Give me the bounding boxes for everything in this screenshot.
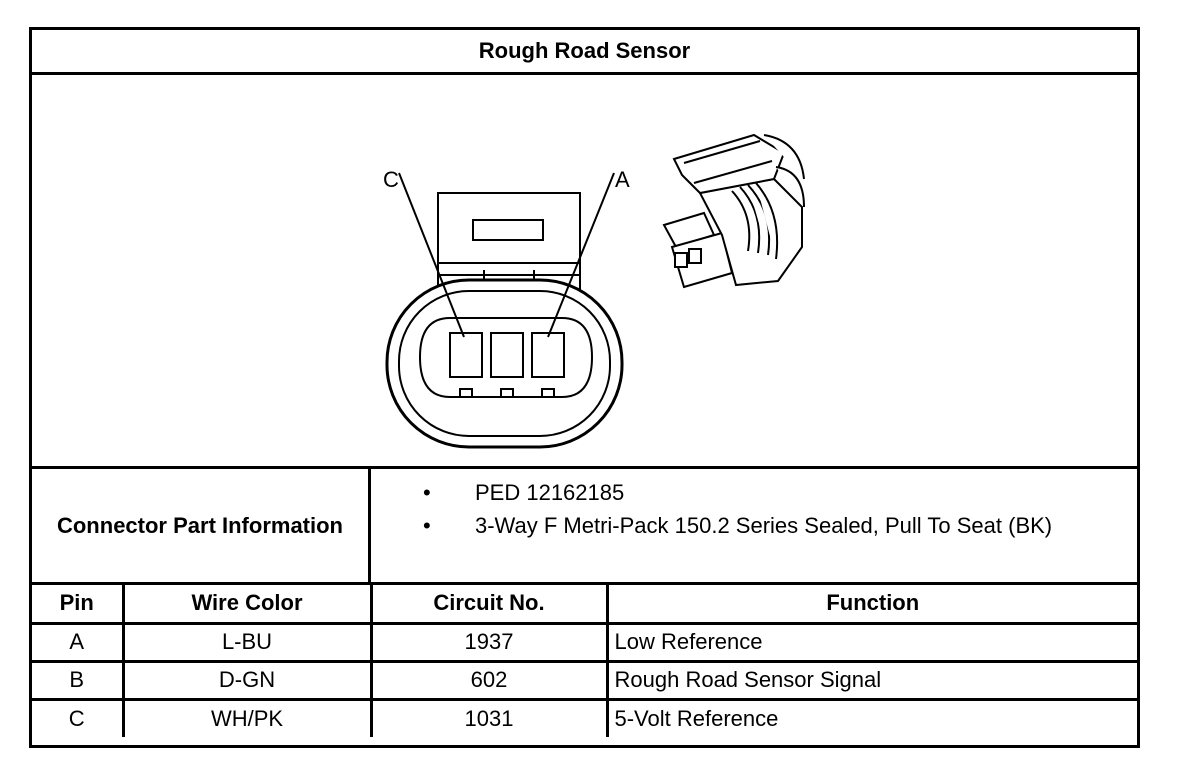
header-wire-color: Wire Color bbox=[123, 585, 373, 625]
table-row: A L-BU 1937 Low Reference bbox=[32, 623, 1137, 663]
cell-function: Low Reference bbox=[607, 623, 1137, 663]
terminal-a bbox=[531, 332, 565, 378]
connector-diagram: C A bbox=[32, 75, 1137, 469]
connector-info-list: • PED 12162185 • 3-Way F Metri-Pack 150.… bbox=[371, 469, 1137, 582]
cell-function: Rough Road Sensor Signal bbox=[607, 661, 1137, 701]
sheet-title: Rough Road Sensor bbox=[32, 30, 1137, 75]
connector-iso-view bbox=[662, 133, 805, 289]
bullet-icon: • bbox=[423, 513, 431, 538]
connector-info-row: Connector Part Information • PED 1216218… bbox=[32, 469, 1137, 585]
terminal-c bbox=[449, 332, 483, 378]
callout-line-a bbox=[547, 172, 615, 338]
header-function: Function bbox=[607, 585, 1137, 625]
cell-circuit-no: 1031 bbox=[371, 699, 609, 737]
pinout-table: Pin Wire Color Circuit No. Function A L-… bbox=[32, 585, 1137, 737]
connector-body bbox=[385, 278, 624, 449]
cell-circuit-no: 1937 bbox=[371, 623, 609, 663]
cell-wire-color: WH/PK bbox=[123, 699, 373, 737]
callout-a: A bbox=[615, 167, 630, 192]
connector-face-drawing: C A bbox=[383, 133, 805, 449]
cell-function: 5-Volt Reference bbox=[614, 705, 779, 731]
terminal-cavity bbox=[418, 317, 594, 398]
table-row: C WH/PK 1031 5-Volt Reference bbox=[32, 699, 1137, 737]
cell-pin: B bbox=[32, 661, 125, 701]
header-pin: Pin bbox=[32, 585, 125, 625]
header-circuit-no: Circuit No. bbox=[371, 585, 609, 625]
cell-pin: C bbox=[32, 699, 125, 737]
callout-line-c bbox=[398, 172, 465, 338]
info-item-text: 3-Way F Metri-Pack 150.2 Series Sealed, … bbox=[475, 513, 1053, 538]
cell-wire-color: L-BU bbox=[123, 623, 373, 663]
cell-wire-color: D-GN bbox=[123, 661, 373, 701]
cell-circuit-no: 602 bbox=[371, 661, 609, 701]
callout-c: C bbox=[383, 167, 399, 192]
connector-info-label: Connector Part Information bbox=[32, 469, 371, 582]
info-item-text: PED 12162185 bbox=[475, 480, 625, 505]
cell-pin: A bbox=[32, 623, 125, 663]
latch-window bbox=[472, 219, 544, 241]
connector-sheet: Rough Road Sensor bbox=[29, 27, 1140, 748]
table-row: B D-GN 602 Rough Road Sensor Signal bbox=[32, 661, 1137, 701]
table-header-row: Pin Wire Color Circuit No. Function bbox=[32, 585, 1137, 625]
bullet-icon: • bbox=[423, 480, 431, 505]
terminal-b bbox=[490, 332, 524, 378]
